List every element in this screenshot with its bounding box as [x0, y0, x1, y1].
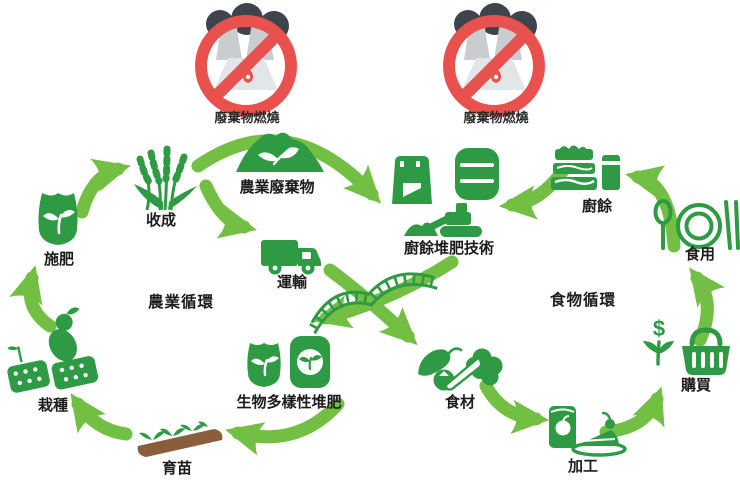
- arrow-ingredients-to-processing: [479, 379, 550, 434]
- dollar-sign-icon: $: [653, 316, 665, 341]
- label-biodiversity-compost: 生物多樣性堆肥: [236, 393, 341, 411]
- canned-food-icon: [549, 406, 627, 457]
- vegetables-icon: [418, 347, 503, 391]
- arrow-waste-to-transport: [199, 179, 257, 239]
- arrow-eating-to-food-waste: [625, 165, 681, 253]
- arrow-compost-tech-to-biodiversity: [313, 255, 459, 329]
- label-planting: 栽種: [38, 396, 68, 414]
- arrow-biodiversity-to-seedling: [225, 397, 345, 456]
- label-food-waste: 廚餘: [582, 197, 613, 215]
- waste-pile-icon: [236, 132, 324, 172]
- label-transport: 運輸: [277, 273, 308, 291]
- label-seedling: 育苗: [162, 459, 192, 477]
- arrow-food-waste-to-compost-tech: [498, 165, 569, 220]
- no-waste-burning-icon: [443, 3, 545, 117]
- label-processing: 加工: [567, 458, 598, 475]
- farmer-planting-icon: [7, 307, 99, 393]
- cycle-arrows: [9, 134, 726, 456]
- shopping-basket-icon: $: [643, 316, 730, 375]
- rice-plant-icon: [134, 145, 197, 211]
- arrow-processing-to-buying: [599, 386, 665, 439]
- compost-plant-icon: [392, 148, 499, 237]
- leftover-containers-icon: [551, 145, 620, 190]
- label-no-waste-burning-left: 廢棄物燃燒: [214, 110, 279, 125]
- seedbed-icon: [137, 421, 223, 457]
- label-agriculture-cycle: 農業循環: [148, 292, 214, 311]
- label-ingredients: 食材: [445, 393, 475, 411]
- no-waste-burning-icon: [195, 3, 297, 117]
- label-food-cycle: 食物循環: [549, 290, 616, 309]
- label-agricultural-waste: 農業廢棄物: [239, 178, 314, 196]
- tableware-icon: [653, 199, 740, 250]
- arrow-seedling-to-planting: [70, 393, 133, 441]
- label-eating: 食用: [685, 245, 715, 263]
- label-compost-tech: 廚餘堆肥技術: [404, 239, 494, 257]
- label-harvest: 收成: [146, 211, 176, 229]
- bridge-icon: [309, 272, 438, 335]
- label-buying: 購買: [680, 376, 711, 394]
- arrow-fertilizing-to-harvest: [75, 158, 131, 219]
- label-fertilizing: 施肥: [44, 250, 74, 268]
- compost-bags-icon: [247, 336, 330, 388]
- truck-icon: [261, 240, 321, 275]
- fertilizer-bag-icon: [38, 193, 78, 245]
- label-no-waste-burning-right: 廢棄物燃燒: [463, 110, 528, 125]
- arrow-buying-to-eating: [689, 267, 726, 347]
- arrow-planting-to-fertilizing: [9, 265, 57, 333]
